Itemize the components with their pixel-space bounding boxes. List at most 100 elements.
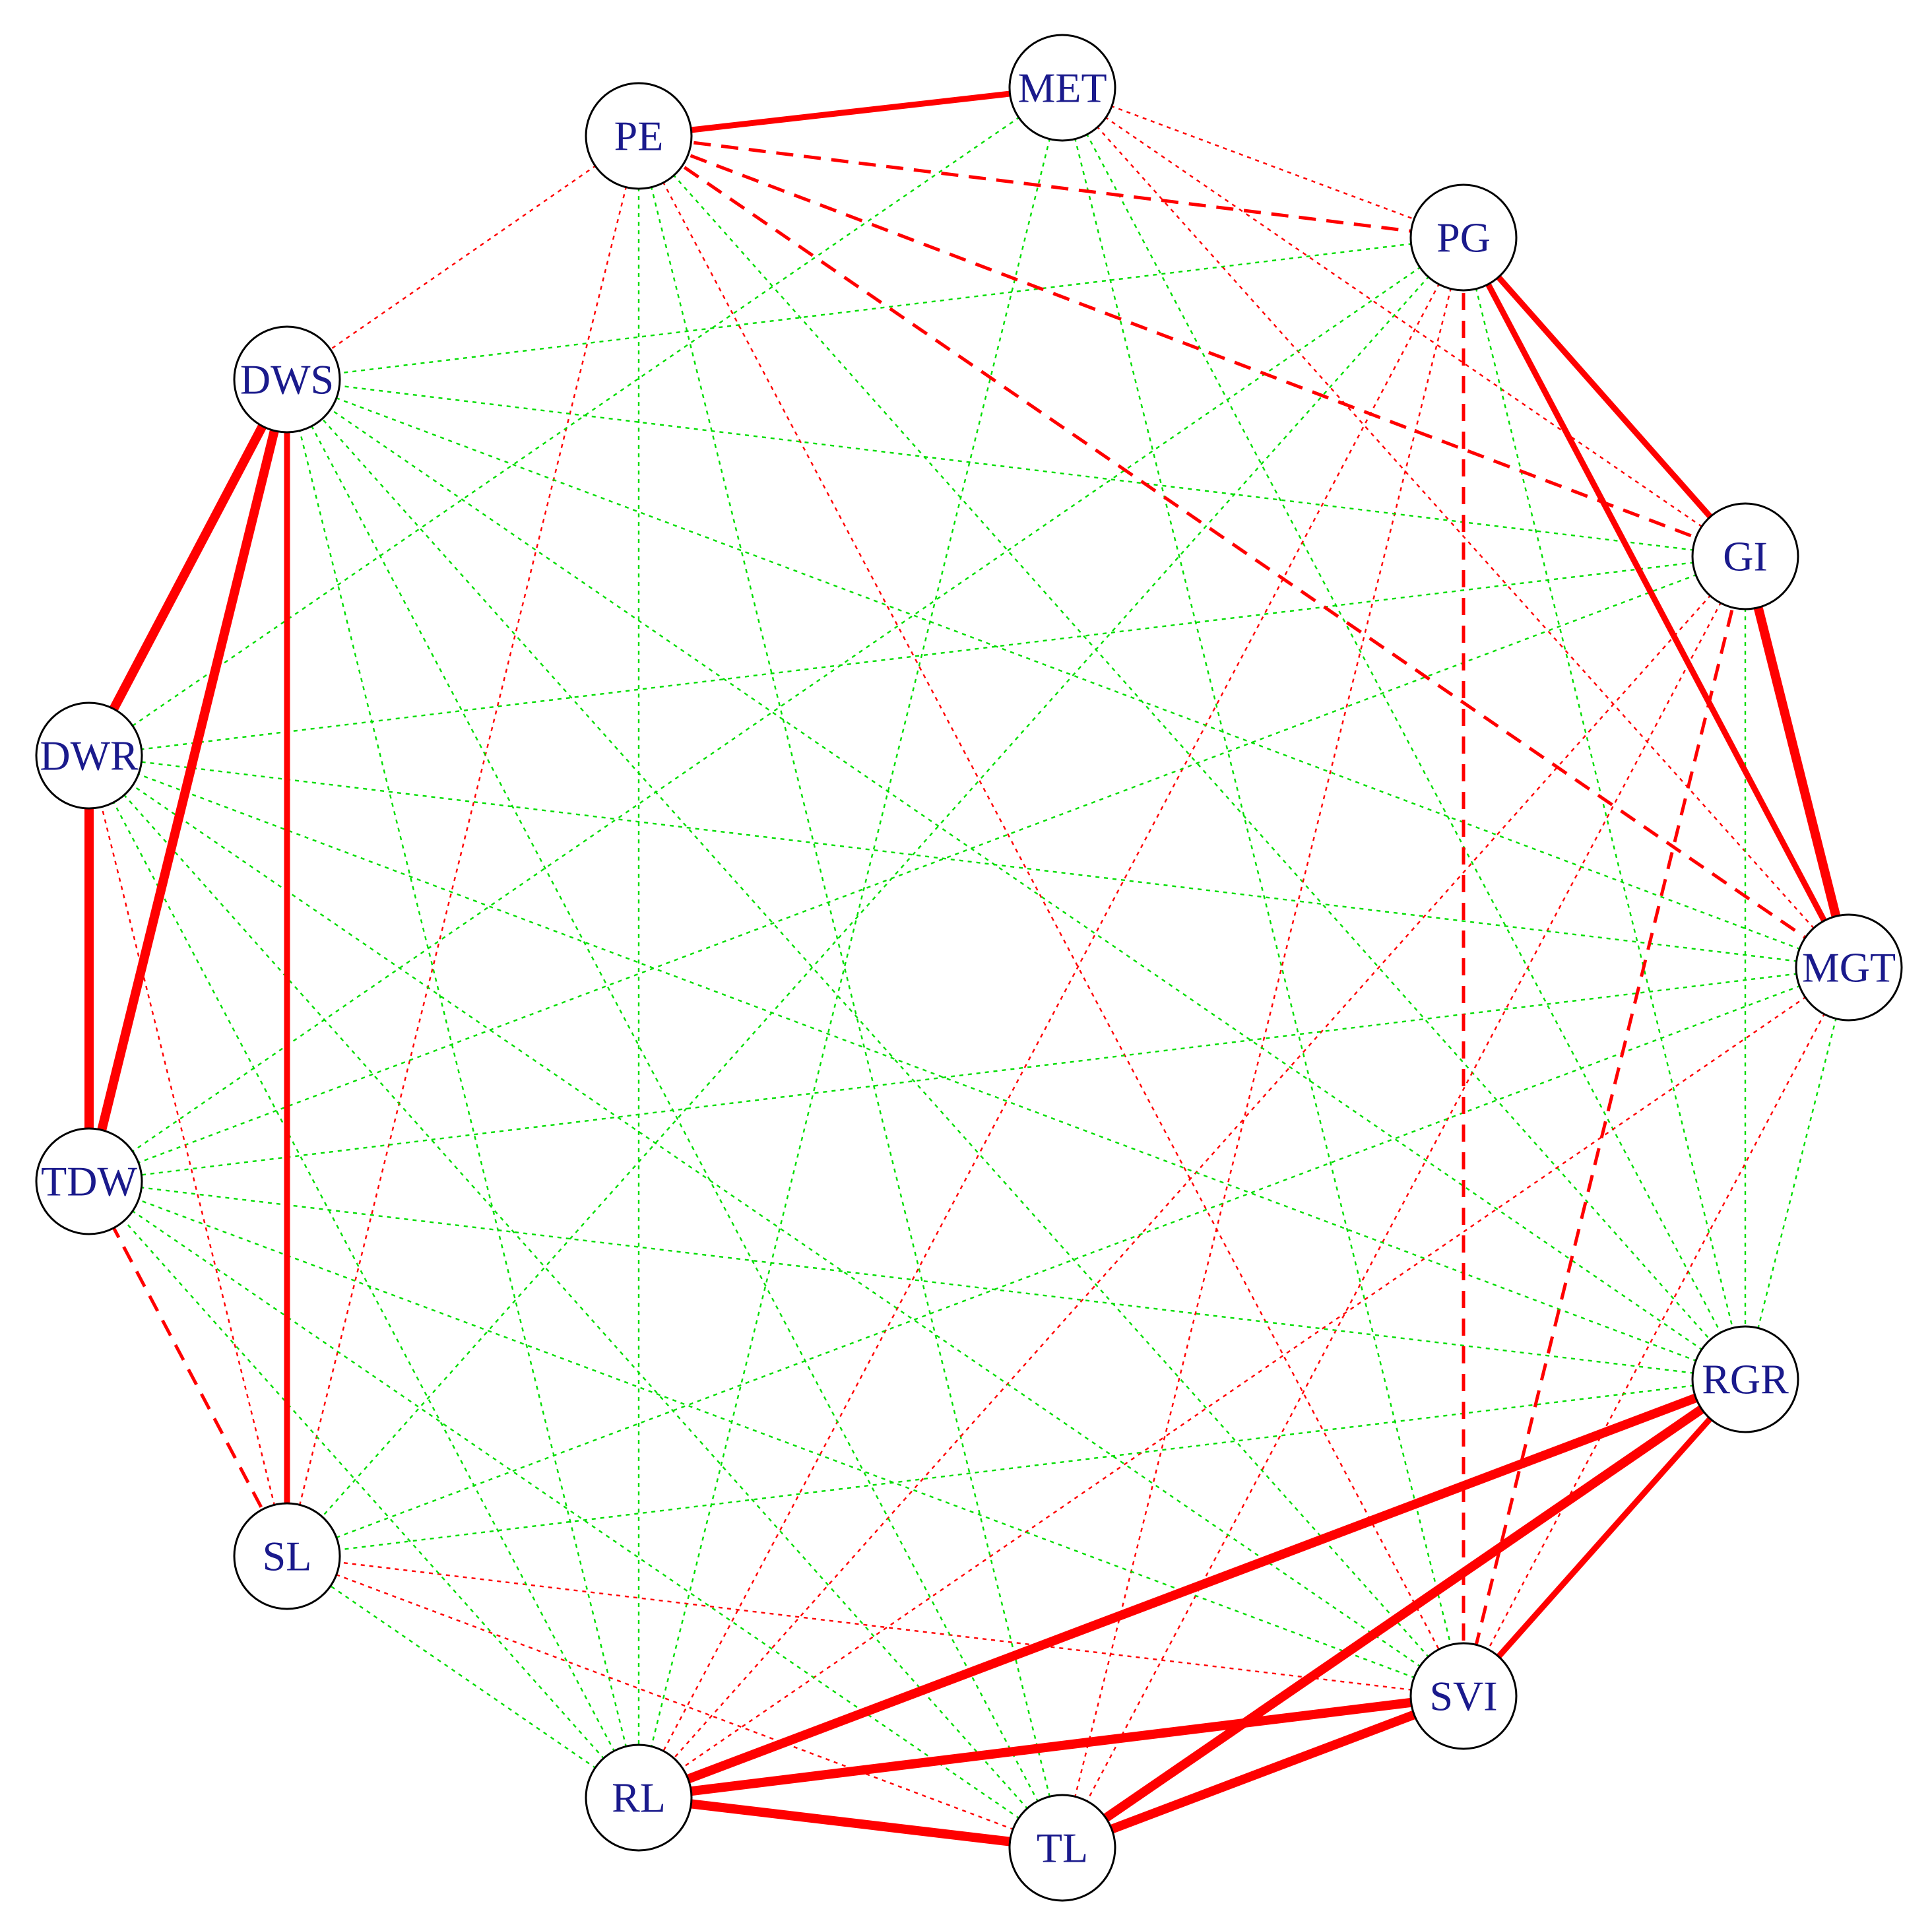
edge-pg-tdw: [88, 237, 1464, 1182]
node-dws: DWS: [233, 325, 341, 434]
node-circle-mgt: [1795, 913, 1903, 1022]
node-circle-dwr: [35, 702, 143, 810]
node-circle-dws: [233, 325, 341, 434]
edge-pg-rgr: [1462, 237, 1747, 1380]
edge-mgt-dws: [286, 378, 1850, 969]
edge-pe-svi: [637, 135, 1465, 1697]
edge-pe-gi: [638, 134, 1746, 558]
edge-svi-rl: [638, 1691, 1464, 1802]
edge-tl-tdw: [88, 1181, 1063, 1848]
node-rgr: RGR: [1691, 1325, 1799, 1433]
edge-pe-sl: [286, 135, 640, 1557]
node-label-svi: SVI: [1429, 1673, 1497, 1720]
edge-tl-dwr: [88, 755, 1063, 1848]
edges-layer: [84, 84, 1853, 1852]
node-label-gi: GI: [1723, 533, 1768, 580]
edge-rgr-svi: [1461, 1377, 1748, 1698]
edge-svi-dws: [286, 379, 1464, 1697]
node-label-met: MET: [1017, 65, 1107, 112]
edge-mgt-tdw: [88, 966, 1850, 1183]
node-circle-rgr: [1691, 1325, 1799, 1433]
edge-rgr-dws: [286, 379, 1746, 1380]
edge-mgt-svi: [1462, 967, 1850, 1697]
node-circle-tdw: [35, 1127, 143, 1235]
node-pe: PE: [585, 82, 693, 190]
edge-dwr-dws: [84, 377, 292, 758]
edge-met-gi: [1062, 87, 1746, 557]
edge-tl-dws: [286, 379, 1064, 1848]
edge-pg-tl: [1061, 237, 1465, 1848]
node-circle-pg: [1409, 183, 1518, 292]
edge-mgt-rgr: [1744, 967, 1850, 1380]
node-label-dws: DWS: [240, 356, 334, 403]
edge-sl-tdw: [87, 1180, 289, 1557]
edge-svi-sl: [286, 1555, 1464, 1697]
edge-pe-tl: [637, 135, 1064, 1848]
edge-gi-mgt: [1741, 555, 1853, 969]
edge-rgr-dwr: [88, 754, 1746, 1381]
edge-pe-met: [638, 84, 1063, 139]
node-mgt: MGT: [1795, 913, 1903, 1022]
edge-rl-dws: [286, 379, 640, 1798]
edge-met-rgr: [1061, 87, 1747, 1380]
edge-mgt-dwr: [88, 754, 1850, 969]
edge-pe-dws: [286, 135, 639, 380]
node-dwr: DWR: [35, 702, 143, 810]
node-label-rgr: RGR: [1702, 1356, 1789, 1403]
edge-met-svi: [1061, 87, 1465, 1697]
edge-gi-svi: [1462, 556, 1747, 1697]
node-label-pg: PG: [1436, 214, 1491, 261]
edge-rgr-tdw: [88, 1180, 1746, 1381]
edge-pe-rgr: [638, 135, 1746, 1380]
edge-rl-sl: [286, 1555, 639, 1798]
node-circle-tl: [1008, 1794, 1116, 1902]
edge-gi-rl: [638, 556, 1746, 1798]
edge-pg-dws: [286, 236, 1464, 381]
node-label-pe: PE: [614, 113, 664, 160]
edge-sl-dwr: [88, 755, 288, 1557]
edge-met-pg: [1062, 86, 1464, 239]
edge-rl-dwr: [88, 755, 640, 1798]
edge-pg-mgt: [1461, 236, 1852, 969]
edge-gi-tdw: [88, 555, 1746, 1183]
edge-mgt-rl: [638, 967, 1850, 1798]
node-sl: SL: [233, 1502, 341, 1610]
edge-svi-dwr: [88, 755, 1464, 1697]
node-label-tdw: TDW: [41, 1158, 137, 1205]
edge-pe-mgt: [637, 134, 1850, 969]
node-tdw: TDW: [35, 1127, 143, 1235]
edge-tdw-dws: [84, 378, 292, 1183]
edge-rgr-tl: [1060, 1375, 1748, 1852]
edge-rl-tdw: [88, 1181, 639, 1798]
node-label-rl: RL: [612, 1775, 666, 1821]
edge-pg-sl: [286, 237, 1464, 1557]
edge-pg-gi: [1461, 236, 1748, 558]
node-label-sl: SL: [263, 1533, 312, 1580]
nodes-layer: PE MET PG GI MGT RGR SVI TL RL SL TDW DWR DWS: [35, 34, 1903, 1902]
node-circle-pe: [585, 82, 693, 190]
node-gi: GI: [1691, 502, 1799, 610]
edge-met-rl: [637, 87, 1064, 1798]
edge-tl-sl: [286, 1555, 1063, 1849]
edge-rgr-rl: [637, 1375, 1747, 1802]
edge-rl-tl: [638, 1793, 1063, 1852]
node-tl: TL: [1008, 1794, 1116, 1902]
node-svi: SVI: [1409, 1642, 1518, 1750]
node-circle-rl: [585, 1744, 693, 1852]
edge-gi-tl: [1061, 556, 1747, 1848]
edge-pg-rl: [637, 237, 1465, 1798]
edge-gi-dwr: [88, 555, 1746, 757]
node-pg: PG: [1409, 183, 1518, 292]
node-label-mgt: MGT: [1802, 944, 1896, 991]
node-label-tl: TL: [1037, 1825, 1088, 1872]
edge-svi-tl: [1060, 1691, 1465, 1852]
node-circle-gi: [1691, 502, 1799, 610]
node-met: MET: [1008, 34, 1116, 142]
node-circle-svi: [1409, 1642, 1518, 1750]
node-circle-met: [1008, 34, 1116, 142]
node-rl: RL: [585, 1744, 693, 1852]
node-circle-sl: [233, 1502, 341, 1610]
edge-mgt-sl: [286, 966, 1850, 1557]
node-label-dwr: DWR: [40, 733, 139, 779]
